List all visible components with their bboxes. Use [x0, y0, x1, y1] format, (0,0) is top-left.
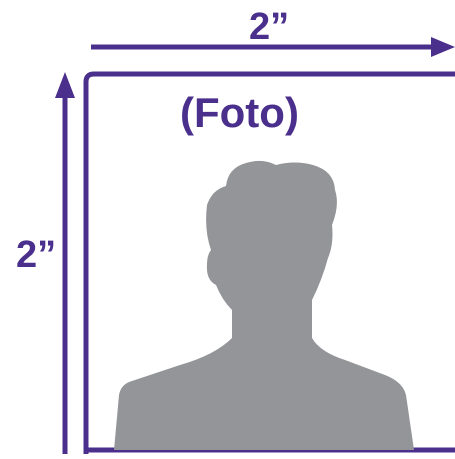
person-silhouette-icon [114, 160, 414, 450]
arrow-right-icon [91, 37, 455, 57]
photo-frame [83, 71, 455, 459]
width-dimension-label: 2” [249, 6, 290, 48]
height-dimension-label: 2” [16, 234, 57, 276]
photo-caption: (Foto) [180, 89, 299, 136]
arrow-up-icon [55, 72, 75, 454]
